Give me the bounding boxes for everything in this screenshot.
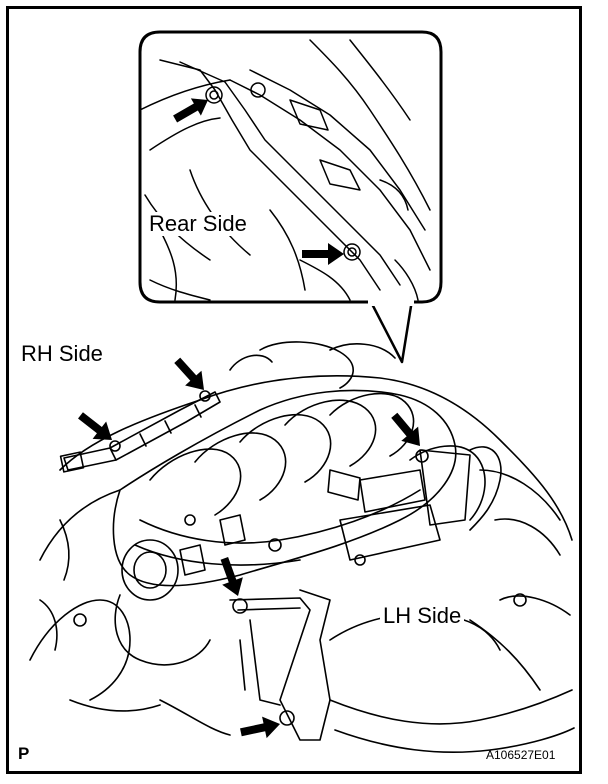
figure-id: A106527E01	[486, 748, 556, 762]
inset-arrow-top-icon	[173, 98, 208, 123]
inset-arrow-bottom-icon	[302, 243, 344, 265]
arrow-icons	[78, 98, 420, 739]
front-arrow-mid-icon	[220, 557, 243, 596]
rear-side-inset	[138, 30, 443, 364]
page-mark: P	[18, 744, 30, 763]
rh-arrow-right-icon	[174, 357, 204, 390]
front-arrow-bottom-icon	[240, 716, 280, 739]
lh-arrow-top-icon	[391, 412, 420, 446]
rh-side-label: RH Side	[18, 341, 106, 367]
engine-line-art	[29, 341, 575, 754]
rear-side-label: Rear Side	[146, 211, 250, 237]
rh-arrow-left-icon	[78, 412, 112, 440]
lh-side-label: LH Side	[380, 603, 465, 629]
